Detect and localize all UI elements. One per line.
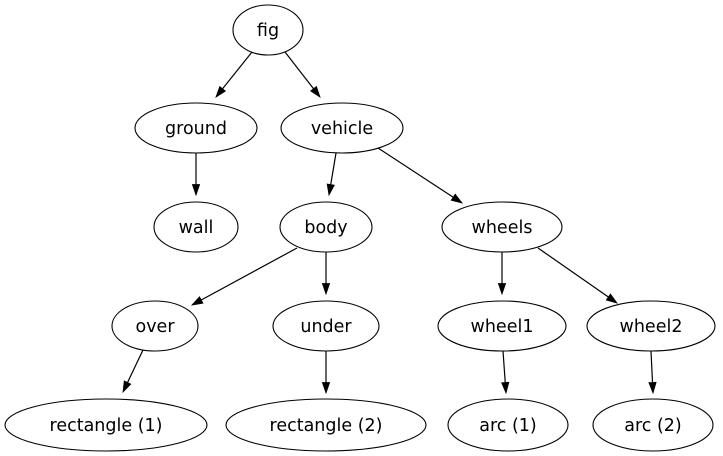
graph-node-rectangle1[interactable]: rectangle (1) (4, 398, 208, 452)
node-ellipse-ground[interactable] (134, 102, 258, 154)
graph-edge-body-over (190, 247, 298, 306)
edge-line (222, 51, 253, 90)
node-ellipse-arc1[interactable] (447, 398, 569, 452)
graph-edge-under-rectangle2 (321, 351, 331, 395)
edge-arrowhead-icon (190, 296, 204, 306)
graph-node-over[interactable]: over (111, 300, 199, 352)
edge-line (502, 350, 506, 383)
node-ellipse-rectangle1[interactable] (4, 398, 208, 452)
graph-node-arc1[interactable]: arc (1) (447, 398, 569, 452)
edge-arrowhead-icon (321, 382, 331, 395)
edge-line (650, 350, 654, 383)
graph-edge-wheels-wheel1 (497, 252, 507, 296)
graph-edge-fig-vehicle (284, 51, 321, 98)
graph-edge-wheel2-arc2 (648, 350, 657, 395)
graph-node-wall[interactable]: wall (153, 201, 239, 253)
graph-edge-over-rectangle1 (122, 349, 144, 394)
graph-node-under[interactable]: under (272, 300, 380, 352)
graph-node-arc2[interactable]: arc (2) (592, 398, 714, 452)
edge-line (284, 51, 315, 90)
graph-node-ground[interactable]: ground (134, 102, 258, 154)
edge-line (126, 349, 144, 383)
graph-node-body[interactable]: body (279, 201, 373, 253)
edge-arrowhead-icon (191, 184, 201, 197)
node-ellipse-fig[interactable] (232, 4, 304, 56)
nodes-layer: fig ground vehicle wall body wheels over under w… (4, 4, 716, 452)
edge-arrowhead-icon (326, 183, 335, 197)
node-ellipse-vehicle[interactable] (280, 102, 404, 154)
graph-edge-fig-ground (215, 51, 253, 98)
edge-arrowhead-icon (648, 381, 657, 395)
graph-node-wheel2[interactable]: wheel2 (586, 300, 716, 352)
node-ellipse-wheel1[interactable] (437, 300, 567, 352)
graph-node-wheel1[interactable]: wheel1 (437, 300, 567, 352)
edge-arrowhead-icon (501, 381, 510, 395)
edge-line (377, 147, 454, 198)
edge-arrowhead-icon (497, 283, 507, 296)
edges-layer (122, 51, 657, 395)
edge-arrowhead-icon (321, 283, 331, 296)
edge-arrowhead-icon (310, 85, 321, 98)
node-ellipse-wheel2[interactable] (586, 300, 716, 352)
node-ellipse-wheels[interactable] (441, 201, 563, 253)
node-ellipse-rectangle2[interactable] (225, 398, 427, 452)
graph-node-rectangle2[interactable]: rectangle (2) (225, 398, 427, 452)
node-ellipse-over[interactable] (111, 300, 199, 352)
node-ellipse-wall[interactable] (153, 201, 239, 253)
edge-arrowhead-icon (215, 85, 227, 98)
graph-edge-body-under (321, 252, 331, 296)
edge-arrowhead-icon (122, 380, 132, 394)
graph-node-vehicle[interactable]: vehicle (280, 102, 404, 154)
edge-arrowhead-icon (450, 193, 464, 204)
edge-line (330, 152, 337, 185)
node-ellipse-body[interactable] (279, 201, 373, 253)
edge-line (537, 247, 609, 298)
graph-edge-vehicle-body (326, 152, 337, 197)
graph-edge-wheels-wheel2 (537, 247, 619, 304)
edge-line (200, 247, 298, 301)
graph-edge-wheel1-arc1 (501, 350, 510, 395)
graph-edge-vehicle-wheels (377, 147, 464, 204)
graph-node-fig[interactable]: fig (232, 4, 304, 56)
node-ellipse-arc2[interactable] (592, 398, 714, 452)
graph-edge-ground-wall (191, 153, 201, 197)
node-ellipse-under[interactable] (272, 300, 380, 352)
graph-node-wheels[interactable]: wheels (441, 201, 563, 253)
edge-arrowhead-icon (605, 293, 619, 304)
